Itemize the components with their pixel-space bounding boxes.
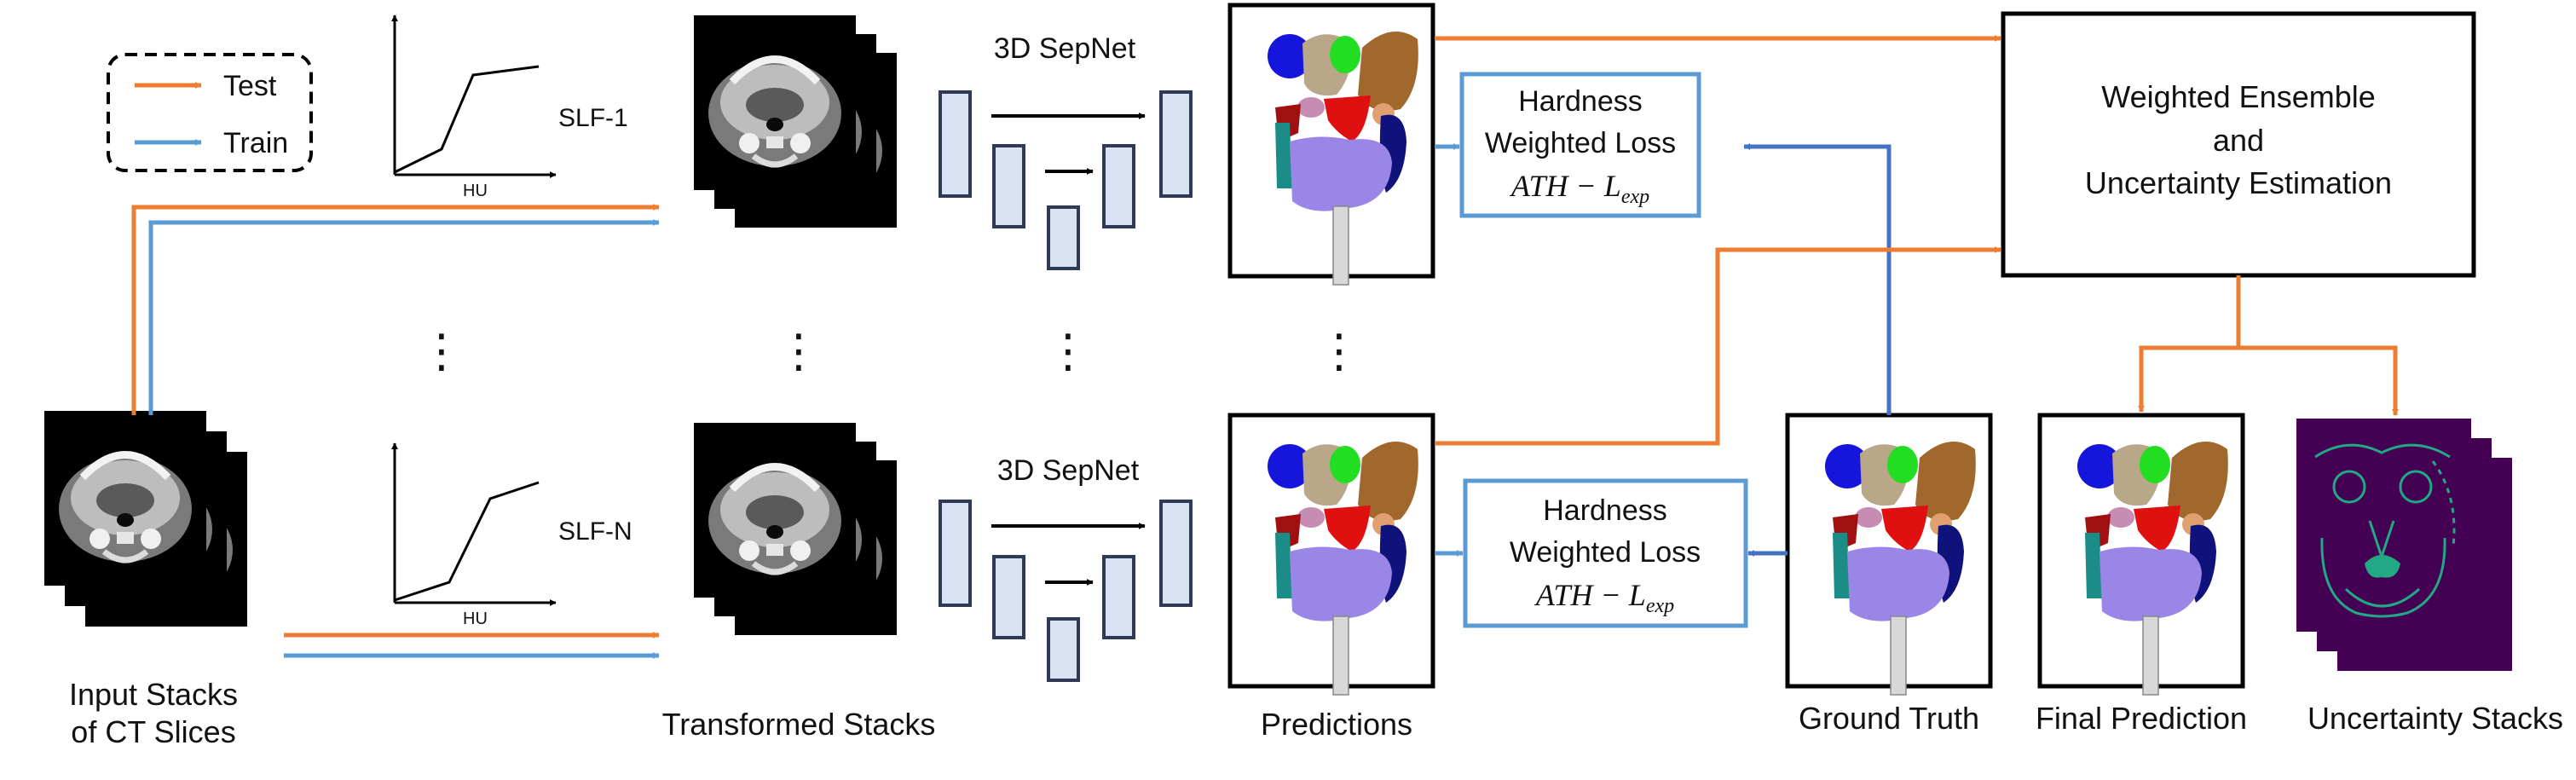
legend-train-label: Train <box>223 127 288 159</box>
input-caption-line2: of CT Slices <box>71 714 235 749</box>
ellipsis-stacks: ⋮ <box>776 324 822 378</box>
ground-truth-caption: Ground Truth <box>1799 701 1979 736</box>
input-stacks: Input Stacks of CT Slices <box>44 411 247 749</box>
uncertainty-stacks <box>2296 419 2512 671</box>
slf-top-curve <box>394 65 540 174</box>
sepnet-top-block-3 <box>1047 205 1080 270</box>
input-caption-line1: Input Stacks <box>69 677 238 712</box>
ellipsis-slf: ⋮ <box>419 324 465 378</box>
test-arrow-ensemble-to-final <box>2138 275 2241 413</box>
test-arrow-pred-bottom-to-ensemble <box>1435 246 2001 446</box>
prediction-bottom <box>1227 413 1435 696</box>
ensemble-frame <box>2001 11 2476 278</box>
transformed-stack-top <box>694 15 897 228</box>
sepnet-bottom-block-4 <box>1102 555 1135 639</box>
ensemble-line2: and <box>2213 123 2264 158</box>
loss-top-line2: Weighted Loss <box>1485 127 1676 159</box>
loss-bottom-frame <box>1463 478 1748 628</box>
ellipsis-predictions: ⋮ <box>1316 324 1362 378</box>
connectors <box>131 35 2399 659</box>
sepnet-bottom-block-3 <box>1047 617 1080 682</box>
train-arrow-input-to-top <box>148 219 660 415</box>
sepnet-top: 3D SepNet <box>939 32 1193 270</box>
gt-arrow-to-top-loss <box>1743 143 1892 415</box>
slf-top-axis-label: HU <box>463 182 488 200</box>
test-arrow-input-to-top <box>131 204 660 415</box>
slf-top-plot: SLF-1 HU <box>391 14 628 200</box>
slf-bottom-axis-label: HU <box>463 610 488 628</box>
loss-top-formula: ATH − Lexp <box>1510 169 1649 208</box>
sepnet-bottom-label: 3D SepNet <box>997 454 1140 487</box>
slf-bottom-plot: SLF-N HU <box>391 442 632 628</box>
predictions-caption: Predictions <box>1261 707 1412 742</box>
loss-top-frame <box>1459 72 1701 218</box>
slf-bottom-curve <box>394 481 540 602</box>
ensemble-line1: Weighted Ensemble <box>2101 79 2376 114</box>
legend-box <box>107 53 313 172</box>
ellipsis-sepnet: ⋮ <box>1045 324 1091 378</box>
ensemble-box: Weighted Ensemble and Uncertainty Estima… <box>2001 11 2476 278</box>
loss-bottom-line2: Weighted Loss <box>1510 536 1701 569</box>
uncertainty-caption: Uncertainty Stacks <box>2307 701 2563 736</box>
sepnet-top-block-5 <box>1159 90 1193 198</box>
sepnet-top-label: 3D SepNet <box>994 32 1136 65</box>
prediction-top <box>1227 3 1435 286</box>
sepnet-bottom-block-5 <box>1159 500 1193 607</box>
sepnet-bottom: 3D SepNet <box>939 454 1193 682</box>
sepnet-bottom-block-1 <box>939 500 972 607</box>
legend-test-label: Test <box>223 70 277 102</box>
ensemble-line3: Uncertainty Estimation <box>2085 165 2392 200</box>
slf-bottom-name: SLF-N <box>558 517 632 546</box>
final-prediction <box>2037 413 2245 696</box>
transformed-stack-bottom <box>694 423 897 635</box>
loss-box-top: Hardness Weighted Loss ATH − Lexp <box>1459 72 1701 218</box>
sepnet-top-block-2 <box>992 144 1025 228</box>
ground-truth <box>1785 413 1993 696</box>
slf-top-name: SLF-1 <box>558 104 628 132</box>
final-prediction-caption: Final Prediction <box>2036 701 2247 736</box>
loss-bottom-formula: ATH − Lexp <box>1534 578 1674 617</box>
sepnet-bottom-block-2 <box>992 555 1025 639</box>
loss-top-line1: Hardness <box>1518 85 1643 118</box>
loss-box-bottom: Hardness Weighted Loss ATH − Lexp <box>1463 478 1748 628</box>
transformed-caption: Transformed Stacks <box>662 707 936 742</box>
test-arrow-ensemble-to-uncertainty <box>2238 345 2399 416</box>
loss-bottom-line1: Hardness <box>1543 494 1667 527</box>
sepnet-top-block-4 <box>1102 144 1135 228</box>
sepnet-top-block-1 <box>939 90 972 198</box>
legend: Test Train <box>107 53 313 172</box>
